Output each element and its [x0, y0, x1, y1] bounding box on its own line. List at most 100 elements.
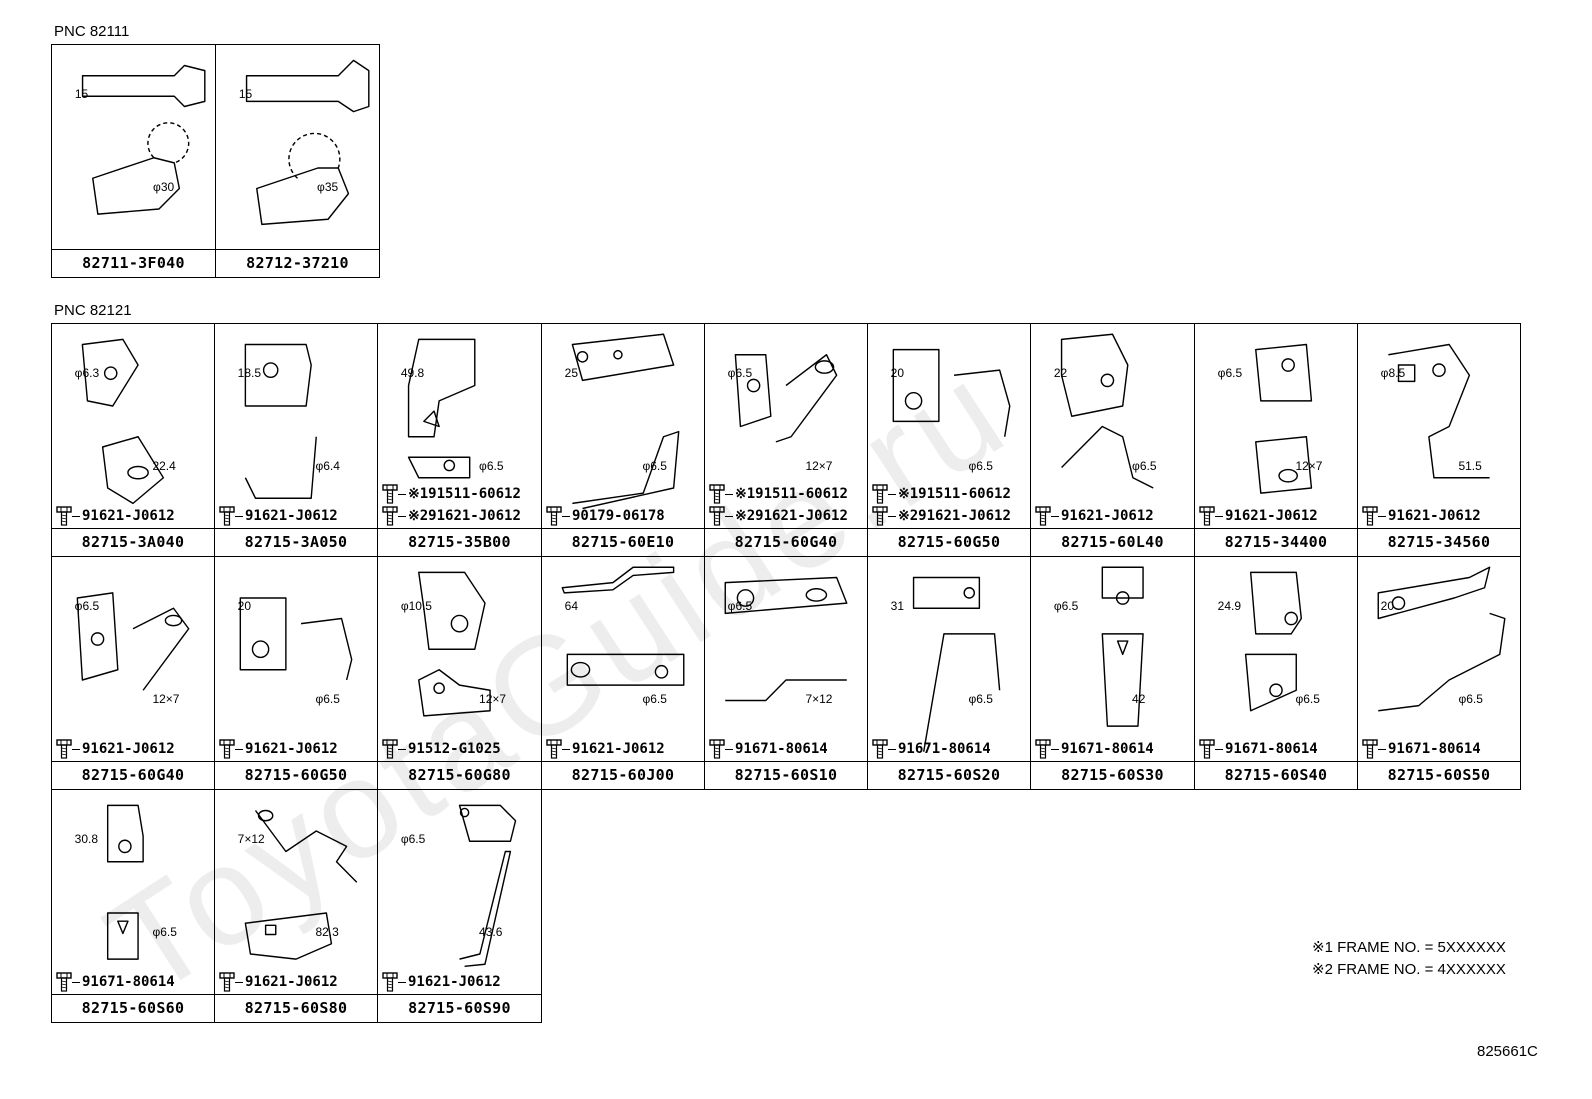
leader-line: [562, 515, 570, 517]
part-number: 82715-60S50: [1358, 761, 1520, 789]
pnc-82121-label: PNC 82121: [54, 302, 132, 319]
dimension-label: φ6.4: [315, 458, 340, 473]
bolt-icon: [546, 506, 562, 526]
part-illustration: [52, 324, 214, 529]
dimension-label: φ6.5: [152, 924, 177, 939]
dimension-label: φ6.3: [74, 365, 100, 380]
bolt-icon: [1199, 739, 1215, 759]
dimension-label: φ6.5: [727, 365, 753, 380]
dimension-label: 7×12: [805, 691, 833, 706]
leader-line: [72, 981, 80, 983]
leader-line: [725, 493, 733, 495]
bolt-part-number: ※291621-J0612: [898, 508, 1011, 524]
dimension-label: φ6.5: [479, 458, 504, 473]
dimension-label: φ8.5: [1380, 365, 1406, 380]
bolt-part-number: 91671-80614: [1225, 741, 1318, 757]
dimension-label: 12×7: [1295, 458, 1323, 473]
bolt-part-number: ※191511-60612: [735, 486, 848, 502]
bolt-callout: 91621-J0612: [56, 506, 175, 526]
part-number: 82715-60S30: [1031, 761, 1194, 789]
bolt-callout: ※291621-J0612: [382, 506, 521, 526]
bolt-icon: [219, 506, 235, 526]
part-number: 82715-60G80: [378, 761, 541, 789]
bolt-part-number: 90179-06178: [572, 508, 665, 524]
bolt-icon: [382, 484, 398, 504]
bolt-part-number: 91621-J0612: [1225, 508, 1318, 524]
part-number: 82715-60S80: [215, 994, 377, 1022]
part-illustration: [542, 324, 704, 529]
part-number: 82715-60G40: [52, 761, 214, 789]
part-number: 82715-3A040: [52, 528, 214, 556]
bolt-part-number: ※191511-60612: [408, 486, 521, 502]
pnc-82111-label: PNC 82111: [54, 23, 130, 40]
part-number: 82715-60S60: [52, 994, 214, 1022]
part-number: 82715-60G50: [868, 528, 1030, 556]
bolt-icon: [56, 739, 72, 759]
leader-line: [888, 748, 896, 750]
bolt-callout: 91671-80614: [1199, 739, 1318, 759]
part-illustration: [705, 324, 867, 529]
part-number: 82715-60G50: [215, 761, 377, 789]
part-illustration: [216, 45, 379, 250]
part-illustration: [215, 324, 377, 529]
dimension-label: 24.9: [1217, 598, 1242, 613]
bolt-part-number: ※291621-J0612: [735, 508, 848, 524]
dimension-label: φ6.5: [1217, 365, 1243, 380]
part-illustration: [868, 324, 1030, 529]
bolt-icon: [1035, 739, 1051, 759]
bolt-callout: 91621-J0612: [1362, 506, 1481, 526]
bolt-part-number: 91621-J0612: [245, 741, 338, 757]
dimension-label: 31: [890, 598, 905, 613]
dimension-label: 15: [238, 86, 253, 101]
bolt-part-number: 91621-J0612: [1061, 508, 1154, 524]
dimension-label: φ6.5: [1295, 691, 1320, 706]
leader-line: [888, 515, 896, 517]
dimension-label: 43.6: [479, 924, 503, 939]
part-number: 82712-37210: [216, 249, 379, 277]
bolt-callout: 91621-J0612: [56, 739, 175, 759]
bolt-part-number: 91671-80614: [735, 741, 828, 757]
dimension-label: 51.5: [1458, 458, 1482, 473]
part-illustration: [1195, 324, 1357, 529]
part-number: 82715-60J00: [542, 761, 704, 789]
part-illustration: [215, 790, 377, 995]
dimension-label: 18.5: [237, 365, 262, 380]
leader-line: [1378, 748, 1386, 750]
bolt-callout: 91621-J0612: [1199, 506, 1318, 526]
bolt-callout: 90179-06178: [546, 506, 665, 526]
bolt-icon: [219, 972, 235, 992]
part-illustration: [542, 557, 704, 762]
bolt-callout: 91671-80614: [56, 972, 175, 992]
dimension-label: φ6.5: [1053, 598, 1079, 613]
bolt-icon: [1362, 739, 1378, 759]
dimension-label: 12×7: [479, 691, 507, 706]
leader-line: [1215, 748, 1223, 750]
note-2: ※2 FRAME NO. = 4XXXXXX: [1312, 961, 1506, 978]
bolt-part-number: 91621-J0612: [1388, 508, 1481, 524]
bolt-part-number: 91671-80614: [1388, 741, 1481, 757]
bolt-part-number: ※191511-60612: [898, 486, 1011, 502]
leader-line: [235, 981, 243, 983]
note-1: ※1 FRAME NO. = 5XXXXXX: [1312, 939, 1506, 956]
bolt-callout: 91621-J0612: [382, 972, 501, 992]
leader-line: [1051, 748, 1059, 750]
part-illustration: [1195, 557, 1357, 762]
leader-line: [1215, 515, 1223, 517]
dimension-label: 15: [74, 86, 89, 101]
bolt-callout: 91671-80614: [872, 739, 991, 759]
dimension-label: 12×7: [805, 458, 833, 473]
dimension-label: 82.3: [315, 924, 339, 939]
dimension-label: 20: [1380, 598, 1395, 613]
bolt-icon: [709, 739, 725, 759]
bolt-callout: 91671-80614: [709, 739, 828, 759]
part-illustration: [1358, 324, 1520, 529]
dimension-label: 64: [564, 598, 579, 613]
leader-line: [888, 493, 896, 495]
